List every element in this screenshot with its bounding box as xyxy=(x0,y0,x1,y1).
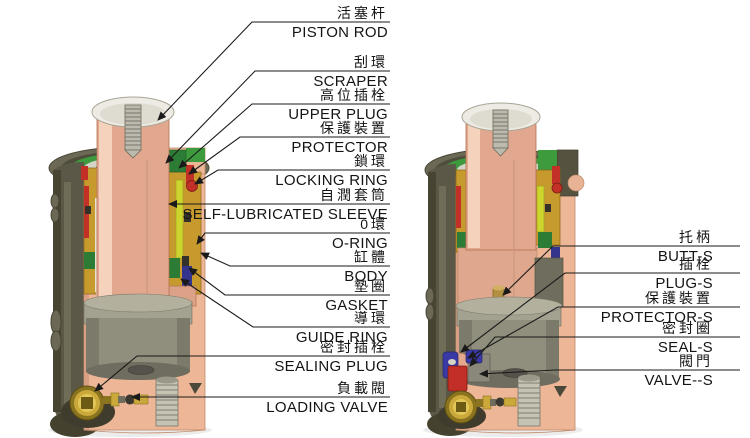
label-cn-text: 保護裝置 xyxy=(645,290,713,306)
label-gasket: 墊圈 GASKET xyxy=(325,278,388,314)
label-cn-text: 負載閥 xyxy=(337,380,388,396)
label-cn-text: 活塞杆 xyxy=(337,5,388,21)
label-valve-s: 閥門 VALVE--S xyxy=(644,353,713,389)
label-cn-text: 密封圈 xyxy=(662,320,713,336)
label-cn-text: 插栓 xyxy=(679,256,713,272)
label-cn-text: 缸體 xyxy=(354,249,388,265)
label-scraper: 刮環 SCRAPER xyxy=(313,54,388,90)
label-en-text: SEAL-S xyxy=(657,339,713,356)
label-butt-s: 托柄 BUTT-S xyxy=(657,229,713,265)
leader-scraper xyxy=(165,70,390,164)
label-en-text: LOCKING RING xyxy=(275,172,388,189)
label-cn-text: 保護裝置 xyxy=(320,120,388,136)
label-en-text: PROTECTOR-S xyxy=(600,309,713,326)
label-cn-text: 自潤套筒 xyxy=(320,187,388,203)
label-seal-s: 密封圈 SEAL-S xyxy=(657,320,713,356)
label-cn-text: 墊圈 xyxy=(354,278,388,294)
leader-lines xyxy=(94,21,740,401)
label-en-text: BUTT-S xyxy=(657,248,713,265)
leader-sealing-plug xyxy=(94,355,390,392)
left-piston-rod-part xyxy=(91,96,197,307)
left-thread-hole xyxy=(124,104,142,159)
left-bottom-thread-bore xyxy=(155,376,202,427)
label-locking-ring: 鎖環 LOCKING RING xyxy=(275,153,388,189)
label-en-text: SELF-LUBRICATED SLEEVE xyxy=(182,206,388,223)
left-piston xyxy=(83,293,193,380)
leader-upper-plug xyxy=(178,103,390,169)
label-en-text: BODY xyxy=(344,268,388,285)
leader-locking-ring xyxy=(194,169,390,185)
label-en-text: VALVE--S xyxy=(644,372,713,389)
label-plug-s: 插栓 PLUG-S xyxy=(655,256,713,292)
right-piston-rod-part xyxy=(457,102,564,308)
label-cn-text: 刮環 xyxy=(354,54,388,70)
label-guide-ring: 導環 GUIDE RING xyxy=(295,310,388,346)
leader-plug-s xyxy=(460,272,740,353)
label-en-text: UPPER PLUG xyxy=(288,106,388,123)
label-loading-valve: 負載閥 LOADING VALVE xyxy=(266,380,388,416)
right-seal-stack-right xyxy=(535,166,563,263)
label-en-text: PROTECTOR xyxy=(291,139,388,156)
leader-body xyxy=(200,252,390,267)
label-o-ring: 0環 O-RING xyxy=(332,216,388,252)
label-body: 缸體 BODY xyxy=(344,249,388,285)
label-self-lubricated-sleeve: 自潤套筒 SELF-LUBRICATED SLEEVE xyxy=(182,187,388,223)
right-thread-hole xyxy=(492,109,509,157)
leader-butt-s xyxy=(502,245,740,296)
right-bottom-thread-bore xyxy=(517,374,567,427)
label-en-text: PLUG-S xyxy=(655,275,713,292)
leader-guide-ring xyxy=(180,278,390,328)
leader-seal-s xyxy=(469,336,740,367)
leader-gasket xyxy=(188,267,390,296)
label-cn-text: 閥門 xyxy=(679,353,713,369)
label-sealing-plug: 密封插栓 SEALING PLUG xyxy=(274,339,388,375)
leader-protector xyxy=(188,136,390,175)
label-cn-text: 鎖環 xyxy=(354,153,388,169)
leader-piston-rod xyxy=(157,21,390,121)
label-piston-rod: 活塞杆 PISTON ROD xyxy=(291,5,388,41)
left-cylinder-illustration xyxy=(48,96,212,437)
label-en-text: LOADING VALVE xyxy=(266,399,388,416)
label-en-text: SCRAPER xyxy=(313,73,388,90)
right-valve-assembly xyxy=(442,349,491,392)
label-cn-text: 托柄 xyxy=(679,229,713,245)
leader-valve-s xyxy=(479,369,740,378)
label-en-text: O-RING xyxy=(332,235,388,252)
right-loading-valve-part xyxy=(438,390,517,429)
label-protector-s: 保護裝置 PROTECTOR-S xyxy=(600,290,713,326)
left-loading-valve-part xyxy=(61,385,149,428)
label-en-text: SEALING PLUG xyxy=(274,358,388,375)
label-protector: 保護裝置 PROTECTOR xyxy=(291,120,388,156)
leader-protector-s xyxy=(467,306,740,359)
label-cn-text: 0環 xyxy=(360,216,388,232)
leader-o-ring xyxy=(196,232,390,245)
label-en-text: GUIDE RING xyxy=(295,329,388,346)
label-upper-plug: 高位插栓 UPPER PLUG xyxy=(288,87,388,123)
right-cylinder-illustration xyxy=(423,102,585,437)
label-cn-text: 密封插栓 xyxy=(320,339,388,355)
label-en-text: GASKET xyxy=(325,297,388,314)
label-cn-text: 導環 xyxy=(354,310,388,326)
label-cn-text: 高位插栓 xyxy=(320,87,388,103)
label-en-text: PISTON ROD xyxy=(291,24,388,41)
